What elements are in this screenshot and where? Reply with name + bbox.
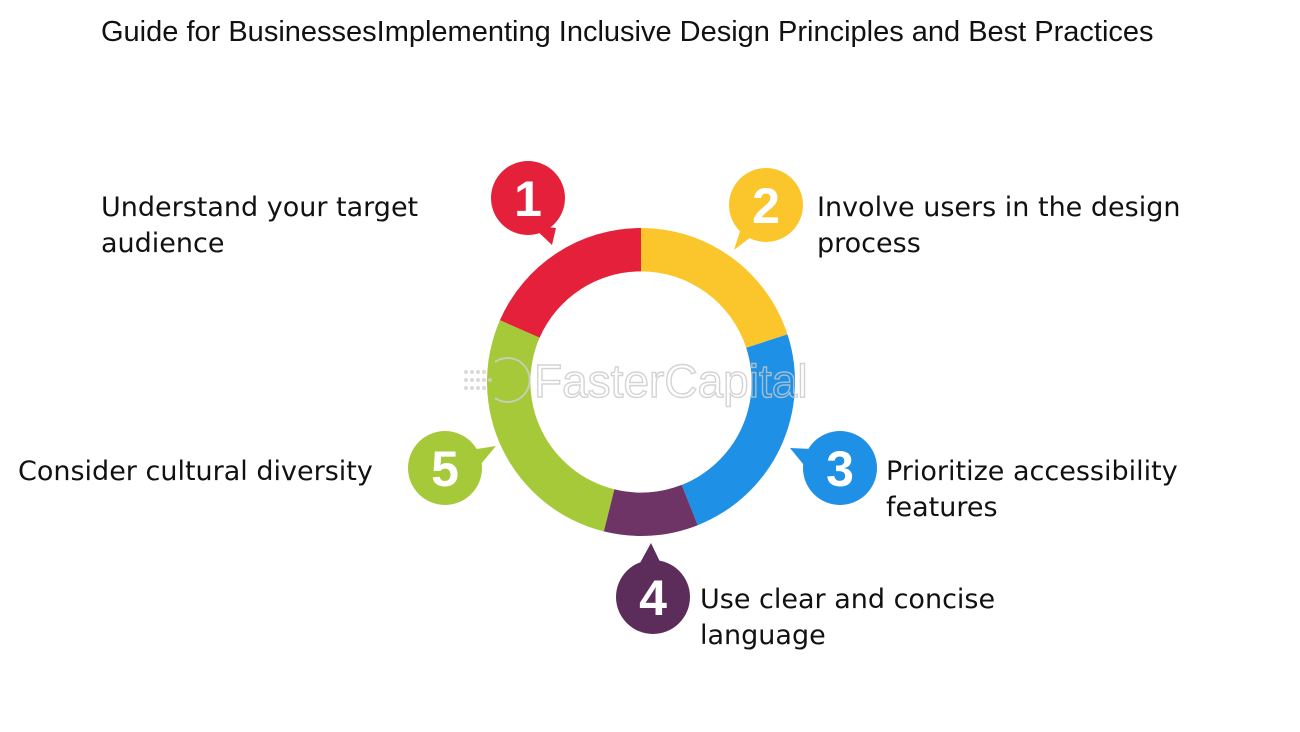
marker-circle-1 (491, 161, 565, 235)
step-number-4: 4 (639, 570, 667, 626)
ring-segment-5 (487, 320, 615, 532)
ring-segment-3 (681, 334, 796, 526)
step-label-3: Prioritize accessibility features (886, 456, 1178, 523)
watermark-logo: FasterCapital (464, 354, 808, 408)
step-marker-1: 1 (491, 161, 565, 245)
ring (487, 227, 796, 536)
step-marker-2: 2 (729, 168, 803, 250)
step-marker-3: 3 (790, 431, 877, 505)
page-title: Guide for BusinessesImplementing Inclusi… (101, 16, 1154, 48)
marker-circle-5 (408, 431, 482, 505)
step-number-3: 3 (826, 441, 854, 497)
step-marker-4: 4 (616, 543, 690, 634)
ring-segment-1 (499, 228, 641, 338)
step-number-5: 5 (431, 441, 459, 497)
ring-segment-2 (641, 227, 788, 348)
step-marker-5: 5 (408, 431, 496, 505)
watermark-text: FasterCapital (534, 355, 808, 407)
step-label-4: Use clear and concise language (700, 584, 996, 651)
step-label-2: Involve users in the design process (817, 192, 1181, 259)
step-label-5: Consider cultural diversity (18, 456, 373, 487)
marker-circle-2 (729, 168, 803, 242)
marker-circle-4 (616, 560, 690, 634)
marker-circle-3 (803, 431, 877, 505)
step-number-2: 2 (752, 178, 780, 234)
step-number-1: 1 (514, 171, 542, 227)
step-label-1: Understand your target audience (101, 192, 419, 259)
ring-segment-4 (603, 484, 698, 536)
